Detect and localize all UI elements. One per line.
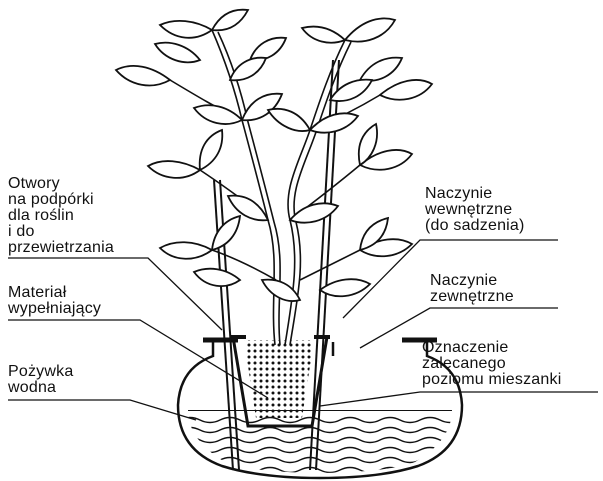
- label-otwory-line: Otwory: [8, 176, 114, 192]
- plant-stems: [170, 30, 380, 345]
- label-otwory-line: przewietrzania: [8, 240, 114, 256]
- label-naczynie-wewnetrzne-line: wewnętrzne: [425, 202, 525, 218]
- label-naczynie-wewnetrzne-line: Naczynie: [425, 186, 525, 202]
- label-material-line: wypełniający: [8, 301, 101, 317]
- leader-oznaczenie: [320, 392, 598, 406]
- label-pozywka-line: wodna: [8, 380, 73, 396]
- label-oznaczenie-line: poziomu mieszanki: [422, 372, 561, 388]
- label-naczynie-wewnetrzne-line: (do sadzenia): [425, 218, 525, 234]
- label-pozywka: Pożywka wodna: [8, 364, 73, 396]
- leader-pozywka: [8, 400, 196, 420]
- label-otwory: Otwory na podpórki dla roślin i do przew…: [8, 176, 114, 256]
- label-otwory-line: dla roślin: [8, 208, 114, 224]
- label-naczynie-wewnetrzne: Naczynie wewnętrzne (do sadzenia): [425, 186, 525, 234]
- label-oznaczenie-line: Oznaczenie: [422, 340, 561, 356]
- label-material: Materiał wypełniający: [8, 285, 101, 317]
- label-naczynie-zewnetrzne-line: zewnętrzne: [430, 289, 514, 305]
- label-oznaczenie-line: zalecanego: [422, 356, 561, 372]
- label-naczynie-zewnetrzne-line: Naczynie: [430, 273, 514, 289]
- label-otwory-line: i do: [8, 224, 114, 240]
- label-naczynie-zewnetrzne: Naczynie zewnętrzne: [430, 273, 514, 305]
- label-otwory-line: na podpórki: [8, 192, 114, 208]
- label-oznaczenie: Oznaczenie zalecanego poziomu mieszanki: [422, 340, 561, 388]
- label-pozywka-line: Pożywka: [8, 364, 73, 380]
- label-material-line: Materiał: [8, 285, 101, 301]
